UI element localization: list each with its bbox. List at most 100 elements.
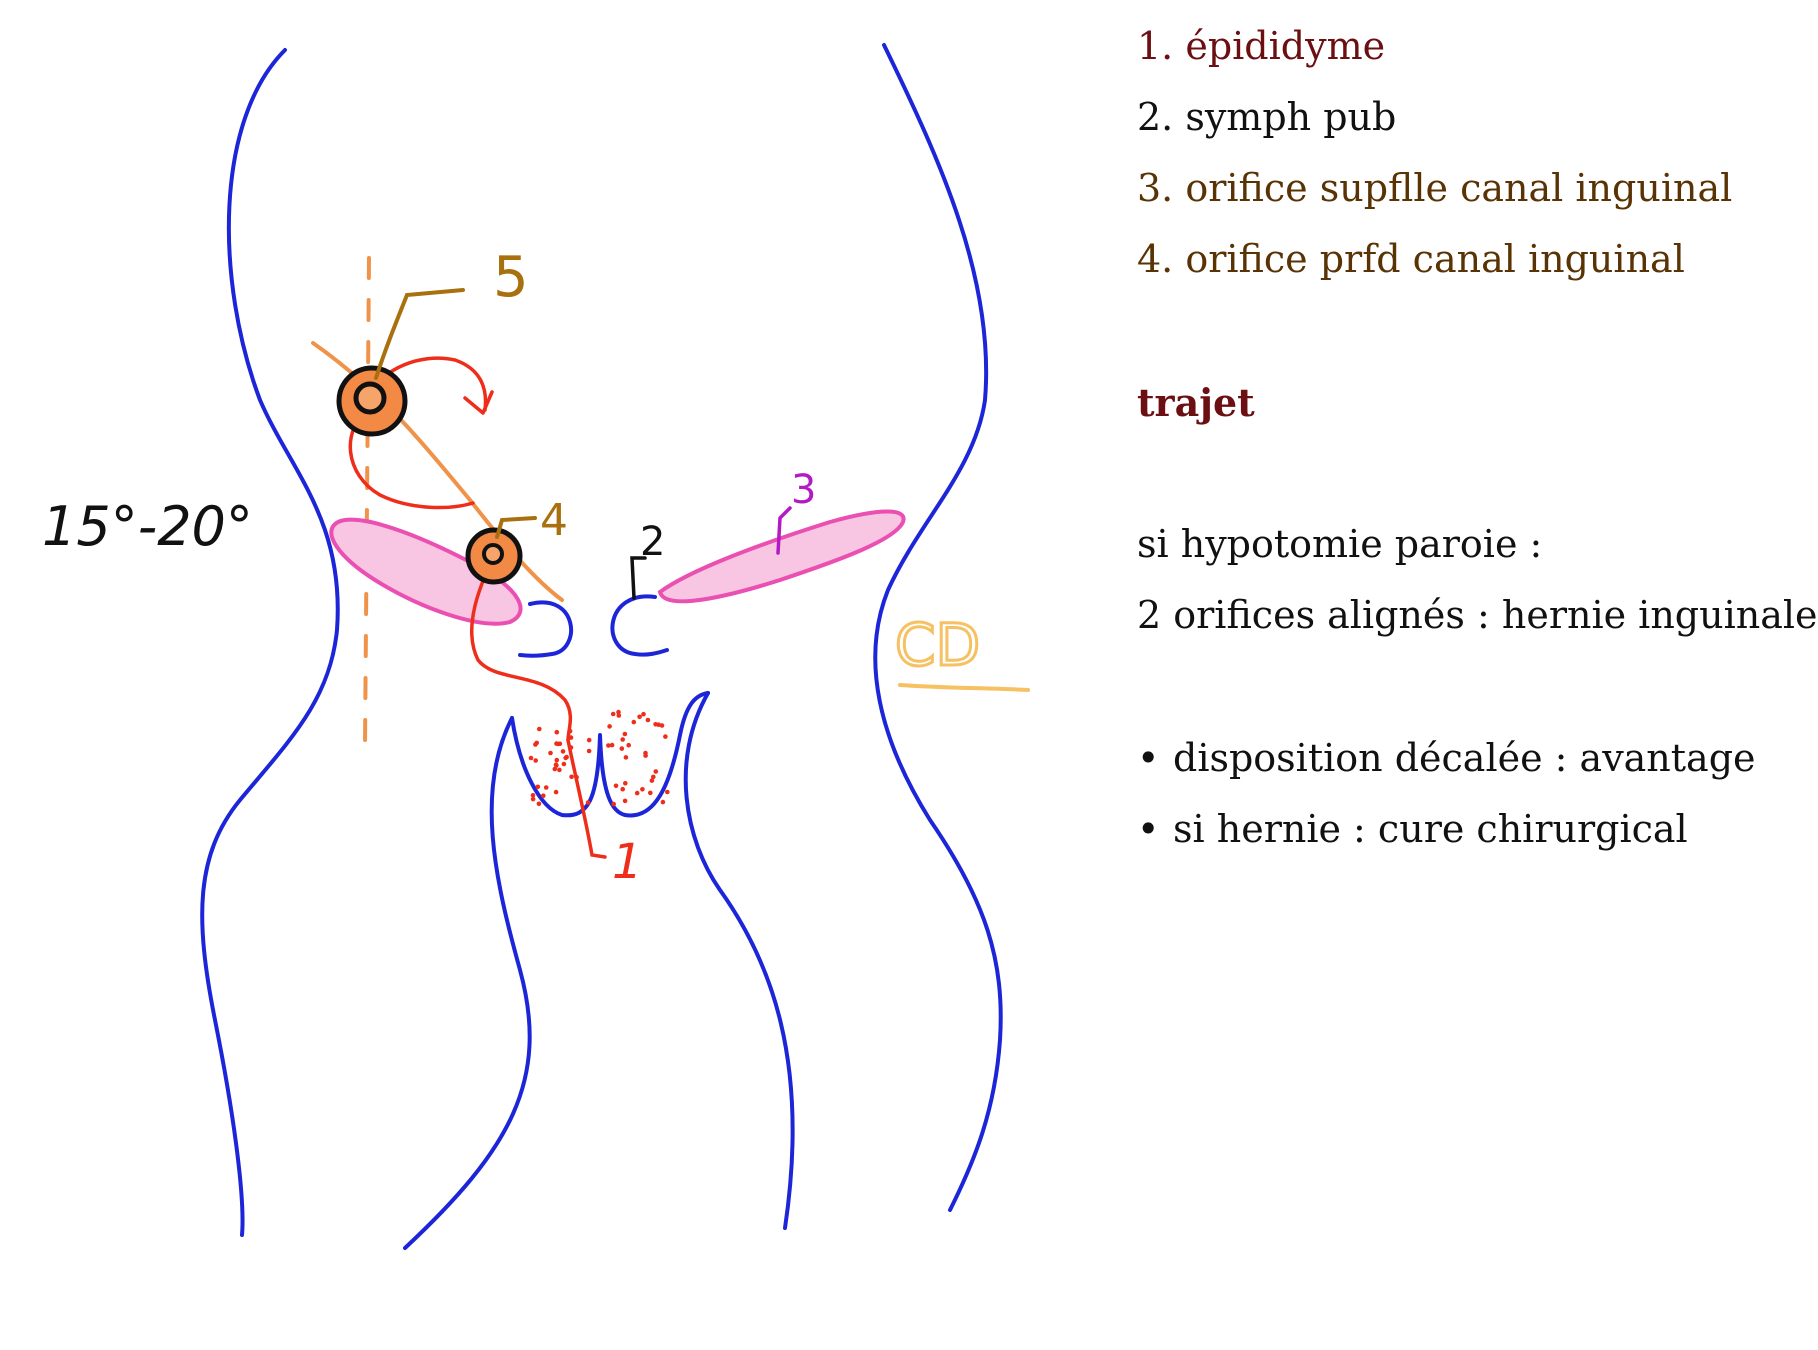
stipple-dot (530, 796, 536, 802)
stipple-dot (648, 790, 653, 796)
bullet-item-hernia: • si hernie : cure chirurgical (1137, 807, 1688, 851)
stipple-dot (663, 734, 668, 739)
stipple-dot (533, 758, 538, 763)
stipple-dot (553, 789, 559, 795)
pubic-symphysis-right (610, 594, 669, 657)
stipple-dot (651, 774, 656, 780)
stipple-dot (656, 722, 661, 727)
angle-label: 15°-20° (42, 495, 253, 558)
stipple-dot (613, 783, 619, 789)
label-5: 5 (493, 245, 529, 310)
stipple-dot (564, 754, 569, 760)
stipple-dot (637, 714, 642, 720)
label-2: 2 (640, 519, 665, 565)
left-body-contour (200, 48, 340, 1237)
legend-item-deep-orifice: 4. orifice prfd canal inguinal (1137, 237, 1685, 281)
stipple-dot (649, 778, 655, 783)
stipple-dot (555, 741, 561, 747)
stipple-dot (616, 713, 622, 718)
bullet-item-offset: • disposition décalée : avantage (1137, 736, 1756, 780)
label-1: 1 (612, 834, 643, 890)
legend-item-superficial-orifice: 3. orifice supflle canal inguinal (1137, 166, 1733, 210)
stipple-dot (534, 740, 539, 746)
stipple-dot (665, 789, 670, 795)
bullet-text: si hernie : cure chirurgical (1173, 807, 1688, 851)
bullet-text: disposition décalée : avantage (1173, 736, 1756, 780)
stipple-dot (537, 726, 542, 732)
stipple-dot (567, 728, 573, 734)
stipple-dot (645, 717, 651, 723)
legend-item-epididymis: 1. épididyme (1137, 24, 1386, 68)
vertical-dashed-axis (363, 256, 371, 747)
notes-panel: 1. épididyme 2. symph pub 3. orifice sup… (1137, 0, 1818, 1350)
stipple-dot (620, 786, 625, 792)
pubic-symphysis-left (518, 600, 574, 658)
stipple-dot (622, 798, 628, 804)
bullet-icon: • (1137, 807, 1160, 851)
label-1-leader (566, 738, 607, 859)
stipple-dot (586, 737, 592, 743)
stipple-dot (530, 793, 536, 798)
stipple-dot (620, 737, 625, 742)
stipple-dot (560, 749, 566, 754)
stipple-dot (568, 735, 574, 740)
top-arrowhead (463, 390, 494, 415)
epididymis-dots (528, 709, 670, 807)
scrotum-outline (510, 691, 710, 818)
inguinal-ligaments (329, 509, 906, 626)
legend-item-pubic-symphysis: 2. symph pub (1137, 95, 1397, 139)
stipple-dot (626, 742, 631, 748)
bullet-icon: • (1137, 736, 1160, 780)
stipple-dot (586, 748, 592, 754)
stipple-dot (609, 742, 615, 748)
stipple-dot (660, 799, 666, 805)
stipple-dot (610, 711, 616, 717)
lower-descent-path (469, 554, 573, 742)
stipple-dot (606, 743, 611, 748)
left-inguinal-ligament (329, 517, 523, 626)
stipple-dot (536, 801, 542, 807)
body-outline (200, 43, 1003, 1250)
label-5-leader (374, 288, 465, 380)
label-4-leader (495, 516, 537, 539)
aligned-orifices-note: 2 orifices alignés : hernie inguinale (1137, 593, 1818, 637)
stipple-dot (561, 761, 567, 767)
hypotomie-note: si hypotomie paroie : (1137, 522, 1543, 566)
stipple-dot (631, 719, 637, 725)
inguinal-canal-diagram: 15°-20° 5 4 2 3 1 CD (42, 43, 1030, 1250)
stipple-dot (541, 793, 546, 798)
deep-orifice-center (353, 381, 387, 415)
stipple-dot (528, 755, 534, 761)
stipple-dot (640, 787, 645, 792)
stipple-dot (623, 755, 629, 760)
stipple-dot (553, 762, 559, 767)
label-3-leader (776, 506, 792, 555)
trajet-heading: trajet (1137, 380, 1255, 425)
right-inguinal-ligament (657, 509, 906, 604)
stipple-dot (552, 766, 558, 772)
stipple-dot (619, 746, 625, 751)
right-inner-thigh (683, 691, 795, 1230)
stipple-dot (641, 711, 646, 717)
stipple-dot (548, 750, 553, 756)
right-body-contour (873, 43, 1003, 1212)
stipple-dot (554, 757, 560, 763)
upper-orifice-marker (336, 365, 408, 437)
cd-mark (898, 683, 1030, 692)
stipple-dot (569, 774, 574, 780)
stipple-dot (634, 790, 640, 796)
stipple-dot (557, 767, 562, 773)
stipple-dot (643, 753, 648, 758)
label-4: 4 (540, 495, 568, 546)
stipple-dot (607, 724, 612, 729)
label-2-leader (630, 556, 647, 600)
cd-mark-text: CD (895, 611, 980, 679)
lower-orifice-center (482, 543, 504, 565)
stipple-dot (653, 769, 659, 774)
stipple-dot (611, 801, 616, 807)
stipple-dot (623, 781, 628, 786)
lower-orifice-marker (465, 527, 523, 585)
stipple-dot (585, 800, 591, 805)
stipple-dot (543, 785, 549, 790)
left-inner-thigh (403, 716, 532, 1250)
